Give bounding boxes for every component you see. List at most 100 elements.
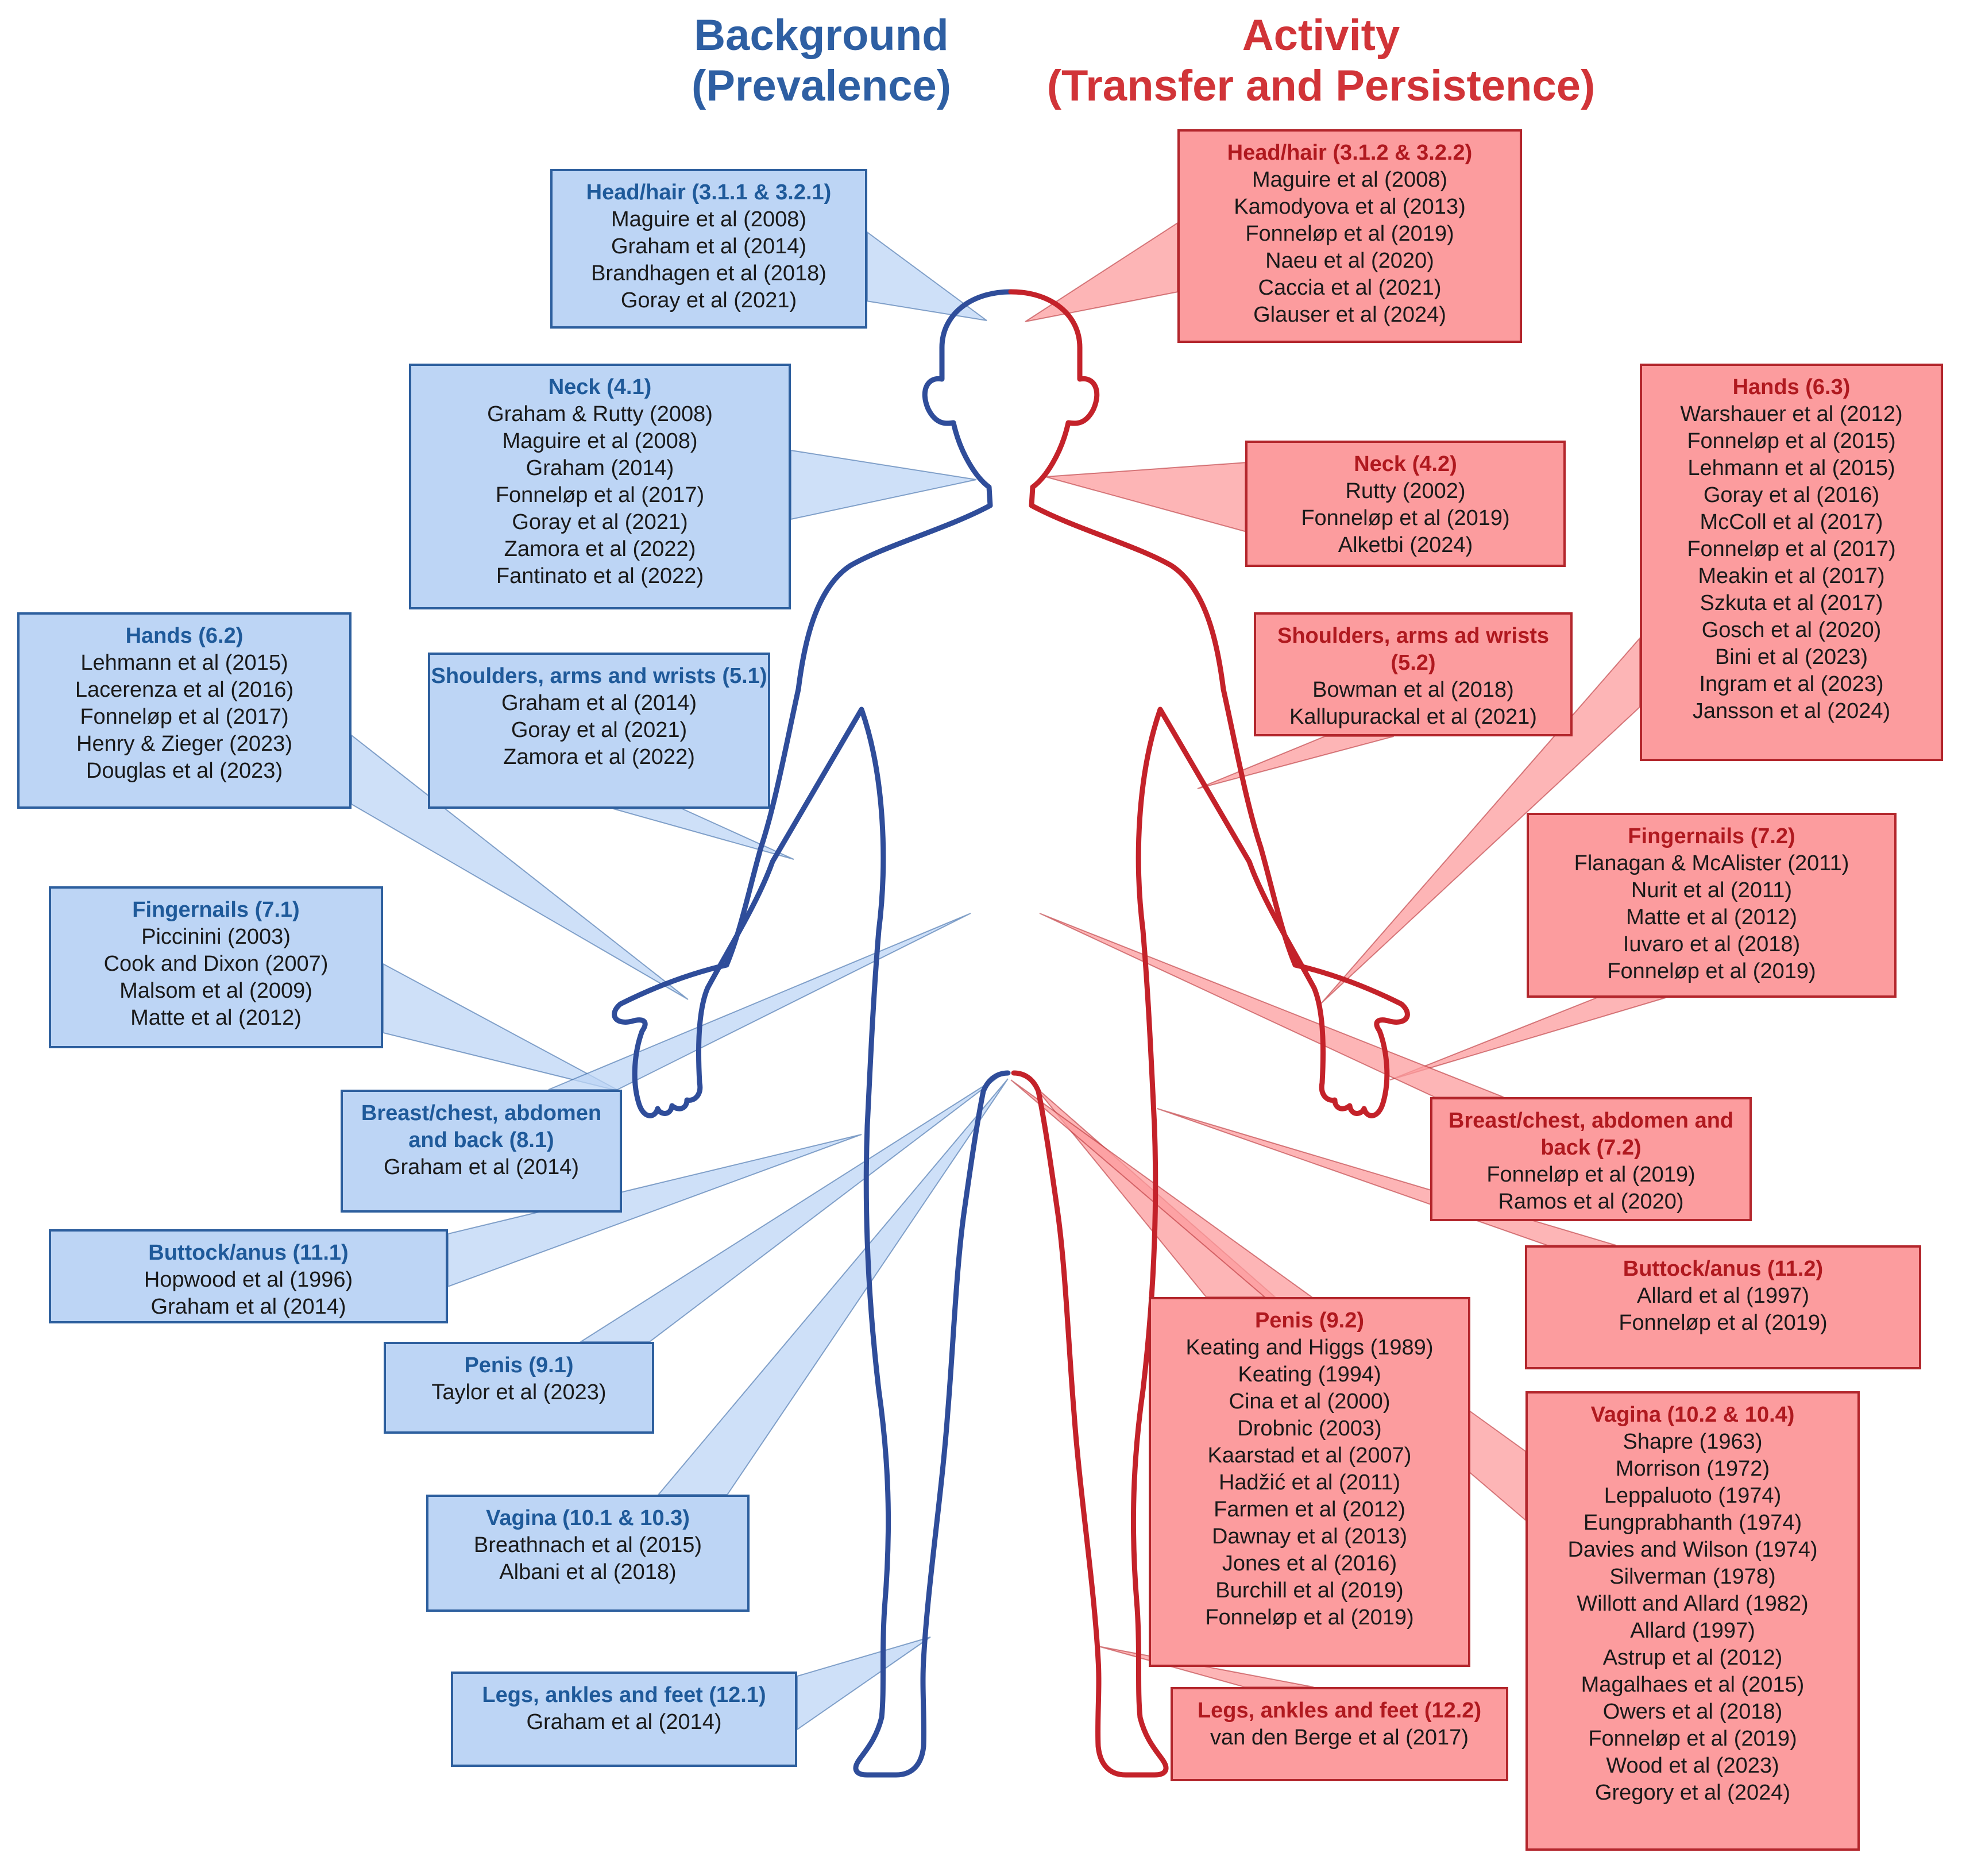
background-legs-ankles-and-feet-box: Legs, ankles and feet (12.1) Graham et al… [451,1672,797,1767]
reference-entry: Fonneløp et al (2019) [1607,959,1816,983]
background-breast-chest-abdomen-and-back-box: Breast/chest, abdomen and back (8.1)Grah… [341,1090,622,1213]
background-penis-box: Penis (9.1)Taylor et al (2023) [384,1342,654,1434]
activity-legs-ankles-and-feet-box: Legs, ankles and feet (12.2) van den Berg… [1171,1687,1508,1781]
reference-entry: Magalhaes et al (2015) [1581,1673,1805,1697]
reference-entry: Naeu et al (2020) [1265,249,1434,273]
activity-hands-box: Hands (6.3)Warshauer et al (2012)Fonnelø… [1640,364,1943,761]
reference-entry: Wood et al (2023) [1606,1754,1779,1778]
activity-header-line2: (Transfer and Persistence) [1046,61,1596,110]
activity-shoulders-arms-ad-wrists-box: Shoulders, arms ad wrists (5.2)Bowman et… [1254,612,1573,736]
activity-fingernails-callout-wedge [1389,997,1666,1080]
reference-entry: Fonneløp et al (2015) [1687,429,1896,453]
background-header-line2: (Prevalence) [691,61,952,110]
activity-breast-chest-abdomen-and-back-box: Breast/chest, abdomen and back (7.2) Fonn… [1430,1097,1752,1221]
box-title: Legs, ankles and feet (12.2) [1197,1699,1482,1723]
reference-entry: Burchill et al (2019) [1215,1578,1404,1603]
background-hands-box: Hands (6.2)Lehmann et al (2015)Lacerenza… [17,612,352,809]
background-fingernails-box: Fingernails (7.1)Piccinini (2003)Cook an… [49,886,383,1048]
box-title: Neck (4.2) [1354,452,1457,476]
box-title: Shoulders, arms and wrists (5.1) [431,664,767,688]
reference-entry: Hadžić et al (2011) [1218,1470,1401,1495]
reference-entry: Graham & Rutty (2008) [487,402,713,426]
reference-entry: Fonneløp et al (2017) [495,483,705,507]
background-fingernails-callout-wedge [383,963,621,1092]
reference-entry: Graham et al (2014) [150,1295,346,1319]
reference-entry: Shapre (1963) [1623,1430,1763,1454]
reference-entry: Goray et al (2016) [1703,483,1880,507]
activity-shoulders-arms-ad-wrists-callout-wedge [1197,736,1394,789]
reference-entry: Allard (1997) [1630,1619,1755,1643]
reference-entry: Alketbi (2024) [1338,533,1473,557]
activity-head-hair-callout-wedge [1025,222,1178,322]
activity-head-hair-box: Head/hair (3.1.2 & 3.2.2)Maguire et al (… [1177,129,1522,343]
background-shoulders-arms-and-wrists-callout-wedge [613,808,794,860]
body-outline [612,289,1410,1778]
reference-entry: Silverman (1978) [1609,1565,1776,1589]
reference-entry: Willott and Allard (1982) [1577,1592,1809,1616]
reference-entry: Zamora et al (2022) [504,537,696,561]
box-title: Vagina (10.2 & 10.4) [1590,1403,1795,1427]
reference-entry: Maguire et al (2008) [502,429,698,453]
activity-vagina-box: Vagina (10.2 & 10.4) Shapre (1963) Morriso… [1525,1391,1860,1851]
background-buttock-anus-box: Buttock/anus (11.1)Hopwood et al (1996)G… [49,1229,448,1323]
reference-entry: Eungprabhanth (1974) [1583,1511,1802,1535]
reference-entry: Kamodyova et al (2013) [1234,195,1466,219]
reference-entry: McColl et al (2017) [1700,510,1883,534]
reference-entry: Rutty (2002) [1345,479,1466,503]
reference-entry: Bini et al (2023) [1714,645,1868,669]
reference-entry: Fonneløp et al (2017) [1687,537,1896,561]
reference-entry: Graham et al (2014) [526,1710,722,1734]
reference-entry: Allard et al (1997) [1637,1284,1809,1308]
reference-entry: Keating and Higgs (1989) [1185,1335,1434,1360]
reference-entry: Henry & Zieger (2023) [76,732,292,756]
reference-entry: Gosch et al (2020) [1701,618,1882,642]
reference-entry: Meakin et al (2017) [1698,564,1885,588]
box-title: Head/hair (3.1.1 & 3.2.1) [586,180,832,204]
background-legs-ankles-and-feet-callout-wedge [797,1636,931,1731]
reference-entry: Gregory et al (2024) [1594,1781,1791,1805]
background-header: Background (Prevalence) [620,10,1022,111]
reference-entry: Piccinini (2003) [141,925,291,949]
box-title: Legs, ankles and feet (12.1) [482,1683,766,1707]
reference-entry: Morrison (1972) [1615,1457,1770,1481]
box-title: Fingernails (7.2) [1628,824,1795,848]
reference-entry: Fonneløp et al (2019) [1205,1605,1414,1630]
box-title: Breast/chest, abdomen and back (7.2) [1448,1109,1734,1160]
reference-entry: Owers et al (2018) [1602,1700,1783,1724]
reference-entry: Brandhagen et al (2018) [591,261,826,285]
reference-entry: Davies and Wilson (1974) [1567,1538,1818,1562]
background-shoulders-arms-and-wrists-box: Shoulders, arms and wrists (5.1)Graham e… [428,653,770,809]
reference-entry: Fantinato et al (2022) [496,564,704,588]
reference-entry: Iuvaro et al (2018) [1623,932,1801,956]
reference-entry: Zamora et al (2022) [503,745,695,769]
reference-entry: Fonneløp et al (2019) [1486,1163,1695,1187]
reference-entry: van den Berge et al (2017) [1210,1726,1469,1750]
reference-entry: Szkuta et al (2017) [1700,591,1883,615]
activity-header-line1: Activity [1242,11,1400,60]
reference-entry: Farmen et al (2012) [1214,1497,1405,1522]
reference-entry: Fonneløp et al (2019) [1619,1311,1828,1335]
box-title: Buttock/anus (11.2) [1623,1257,1824,1281]
reference-entry: Goray et al (2021) [511,718,688,742]
reference-entry: Graham et al (2014) [611,234,807,258]
reference-entry: Jansson et al (2024) [1692,699,1891,723]
reference-entry: Malsom et al (2009) [119,979,312,1003]
reference-entry: Nurit et al (2011) [1631,878,1793,902]
reference-entry: Kaarstad et al (2007) [1207,1443,1412,1468]
body-outline-right-half [1008,289,1410,1778]
box-title: Vagina (10.1 & 10.3) [486,1506,690,1530]
reference-entry: Goray et al (2021) [512,510,688,534]
background-head-hair-callout-wedge [867,231,987,321]
reference-entry: Fonneløp et al (2019) [1301,506,1510,530]
reference-entry: Breathnach et al (2015) [473,1533,702,1557]
activity-fingernails-box: Fingernails (7.2)Flanagan & McAlister (2… [1527,813,1897,998]
background-header-line1: Background [694,11,949,60]
reference-entry: Keating (1994) [1238,1362,1381,1387]
reference-entry: Goray et al (2021) [620,288,797,312]
reference-entry: Graham et al (2014) [383,1155,580,1179]
reference-entry: Hopwood et al (1996) [144,1268,353,1292]
box-title: Hands (6.2) [125,624,244,648]
reference-entry: Taylor et al (2023) [431,1380,607,1404]
reference-entry: Cook and Dixon (2007) [103,952,329,976]
reference-entry: Douglas et al (2023) [86,759,283,783]
